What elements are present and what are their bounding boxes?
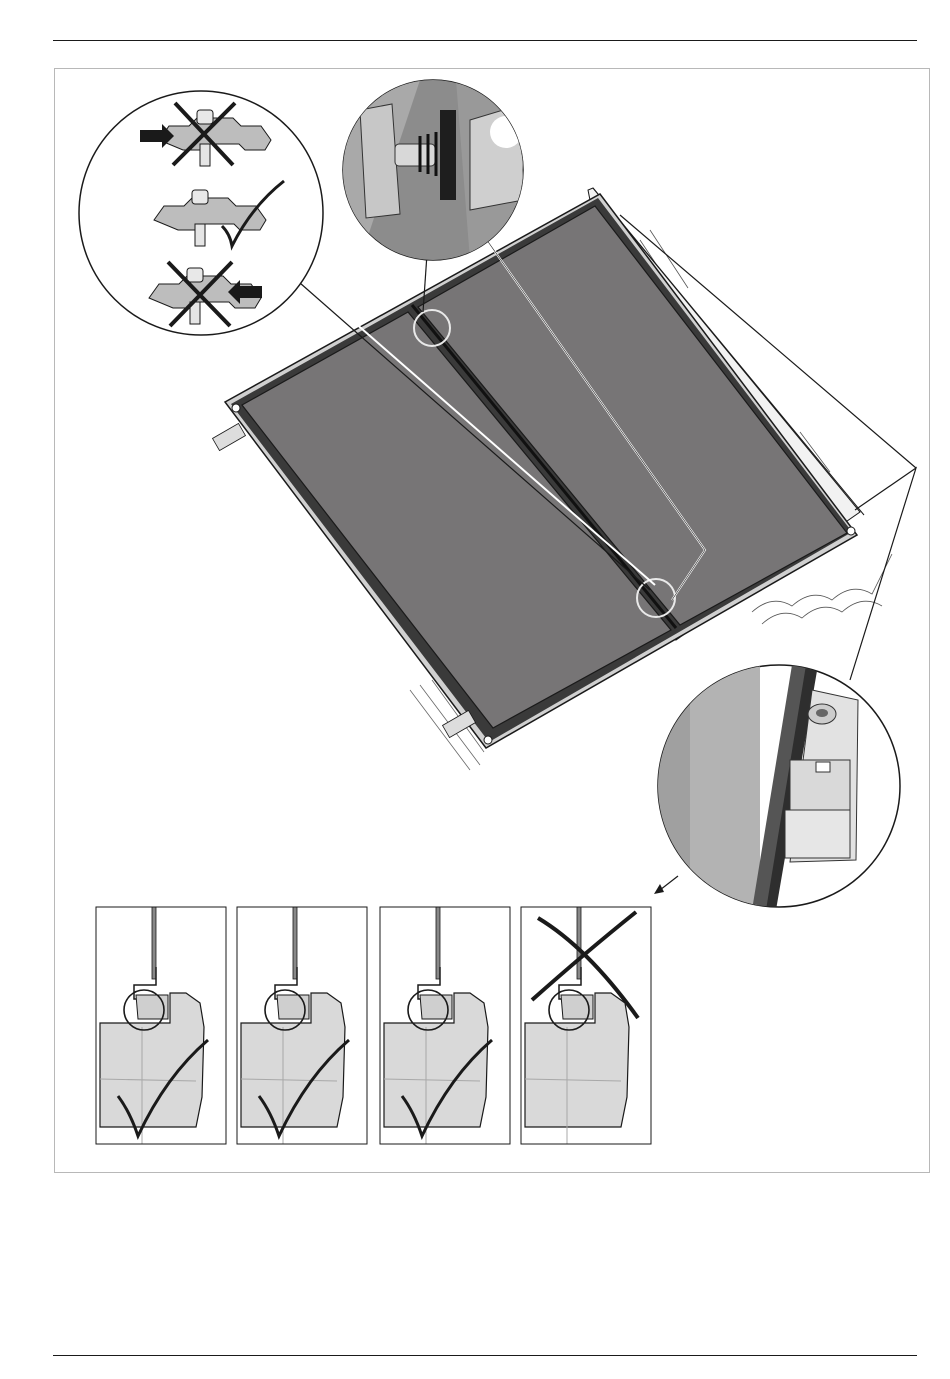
section-4 [521,907,651,1144]
section-2 [237,907,367,1144]
pointer-arrow-icon [660,876,678,890]
collector-array [213,194,857,748]
detail-edge-circle [654,665,900,910]
detail-clamp-circle [79,91,323,335]
detail-photo-circle [343,80,523,260]
section-1 [96,907,226,1144]
footer-rule [53,1355,917,1356]
section-3 [380,907,510,1144]
